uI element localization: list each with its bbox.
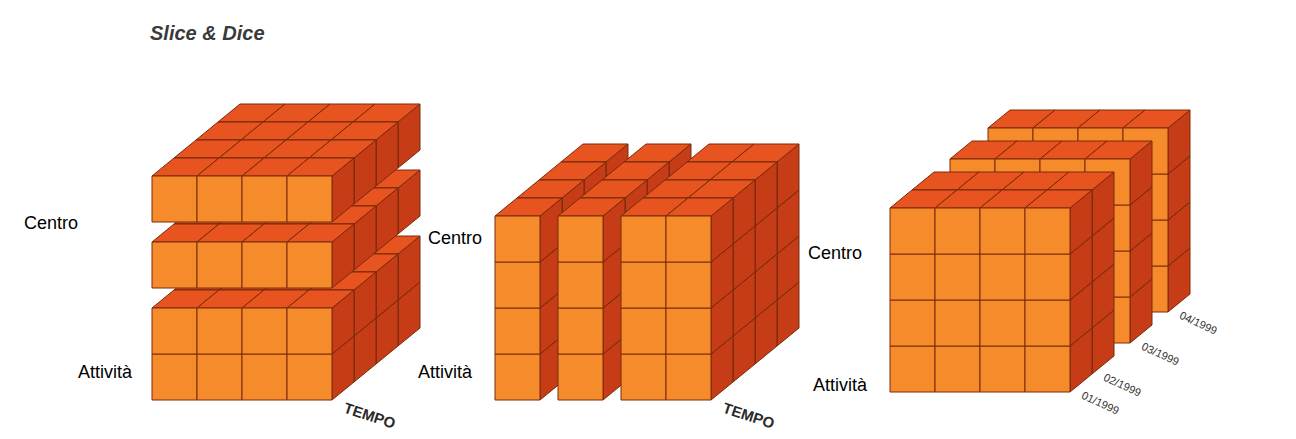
data-cube: [890, 110, 1190, 392]
cube-front-face: [558, 262, 603, 308]
cube-front-face: [495, 354, 540, 400]
axis-label: Centro: [24, 213, 78, 234]
cube-top-face: [539, 162, 606, 180]
cube-front-face: [1025, 254, 1070, 300]
cube-front-face: [197, 354, 242, 400]
time-slice-label: 04/1999: [1178, 309, 1219, 337]
cube-front-face: [621, 216, 666, 262]
cube-front-face: [558, 216, 603, 262]
cube-top-face: [331, 122, 398, 140]
cube-front-face: [980, 254, 1025, 300]
cube-front-face: [1025, 208, 1070, 254]
cube-front-face: [621, 262, 666, 308]
cube-front-face: [935, 346, 980, 392]
cube-top-face: [287, 224, 354, 242]
cube-front-face: [152, 308, 197, 354]
cube-front-face: [666, 216, 711, 262]
cube-front-face: [558, 354, 603, 400]
cube-front-face: [242, 308, 287, 354]
cube-front-face: [287, 308, 332, 354]
cube-top-face: [287, 290, 354, 308]
cube-front-face: [287, 354, 332, 400]
axis-label: Attività: [418, 362, 472, 383]
cube-front-face: [197, 308, 242, 354]
cube-top-face: [309, 140, 376, 158]
cube-front-face: [890, 254, 935, 300]
cube-front-face: [980, 300, 1025, 346]
cube-front-face: [152, 354, 197, 400]
cube-top-face: [624, 144, 691, 162]
cube-front-face: [495, 308, 540, 354]
cube-front-face: [197, 242, 242, 288]
axis-label: Attività: [813, 375, 867, 396]
cube-top-face: [1025, 190, 1092, 208]
diagram-title: Slice & Dice: [150, 22, 265, 45]
cube-front-face: [890, 208, 935, 254]
cube-front-face: [495, 262, 540, 308]
cube-front-face: [558, 308, 603, 354]
cube-front-face: [666, 262, 711, 308]
cube-front-face: [242, 176, 287, 222]
cube-front-face: [197, 176, 242, 222]
axis-label: Attività: [78, 362, 132, 383]
axis-label: TEMPO: [341, 399, 397, 432]
cube-top-face: [517, 180, 584, 198]
axis-label: Centro: [428, 228, 482, 249]
cube-front-face: [980, 208, 1025, 254]
cube-top-face: [580, 180, 647, 198]
cube-front-face: [621, 308, 666, 354]
cube-top-face: [732, 144, 799, 162]
cube-top-face: [558, 198, 625, 216]
cube-top-face: [666, 198, 733, 216]
cube-top-face: [1085, 141, 1152, 159]
cube-front-face: [152, 242, 197, 288]
cube-top-face: [602, 162, 669, 180]
cube-front-face: [935, 208, 980, 254]
cube-front-face: [242, 242, 287, 288]
data-cube: [495, 144, 799, 400]
cube-front-face: [890, 300, 935, 346]
cube-front-face: [935, 300, 980, 346]
cube-top-face: [688, 180, 755, 198]
cube-front-face: [1025, 346, 1070, 392]
cube-front-face: [666, 354, 711, 400]
cube-top-face: [353, 104, 420, 122]
cube-front-face: [621, 354, 666, 400]
cube-front-face: [287, 242, 332, 288]
cube-front-face: [495, 216, 540, 262]
time-slice-label: 02/1999: [1102, 371, 1143, 399]
cube-top-face: [1123, 110, 1190, 128]
cube-top-face: [710, 162, 777, 180]
cube-front-face: [152, 176, 197, 222]
axis-label: Centro: [808, 243, 862, 264]
cube-top-face: [287, 158, 354, 176]
cube-top-face: [561, 144, 628, 162]
cube-front-face: [287, 176, 332, 222]
cube-top-face: [1047, 172, 1114, 190]
time-slice-label: 01/1999: [1080, 389, 1121, 417]
cube-front-face: [242, 354, 287, 400]
cube-front-face: [666, 308, 711, 354]
cube-front-face: [890, 346, 935, 392]
axis-label: TEMPO: [720, 399, 776, 432]
data-cube: [152, 104, 420, 400]
cube-front-face: [935, 254, 980, 300]
time-slice-label: 03/1999: [1140, 340, 1181, 368]
cube-top-face: [495, 198, 562, 216]
cube-front-face: [980, 346, 1025, 392]
cube-front-face: [1025, 300, 1070, 346]
